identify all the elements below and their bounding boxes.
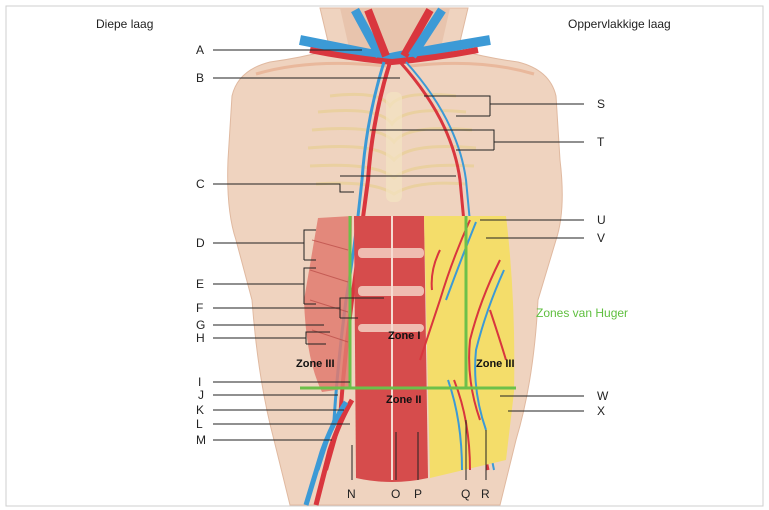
label-o: O	[391, 488, 400, 500]
zone-2-label: Zone II	[386, 394, 421, 406]
label-a: A	[196, 44, 204, 56]
label-d: D	[196, 237, 205, 249]
sternum	[386, 92, 402, 202]
label-h: H	[196, 332, 205, 344]
label-f: F	[196, 302, 203, 314]
zone-1-label: Zone I	[388, 330, 420, 342]
label-x: X	[597, 405, 605, 417]
label-g: G	[196, 319, 205, 331]
label-w: W	[597, 390, 608, 402]
label-u: U	[597, 214, 606, 226]
label-e: E	[196, 278, 204, 290]
label-r: R	[481, 488, 490, 500]
label-m: M	[196, 434, 206, 446]
label-s: S	[597, 98, 605, 110]
label-t: T	[597, 136, 604, 148]
label-q: Q	[461, 488, 470, 500]
zones-van-huger-title: Zones van Huger	[536, 306, 628, 320]
label-i: I	[198, 376, 201, 388]
label-l: L	[196, 418, 203, 430]
superficial-layer-header: Oppervlakkige laag	[568, 17, 671, 31]
label-j: J	[198, 389, 204, 401]
label-v: V	[597, 232, 605, 244]
label-p: P	[414, 488, 422, 500]
label-c: C	[196, 178, 205, 190]
zone-3-left-label: Zone III	[296, 358, 335, 370]
label-b: B	[196, 72, 204, 84]
label-k: K	[196, 404, 204, 416]
label-n: N	[347, 488, 356, 500]
deep-layer-header: Diepe laag	[96, 17, 153, 31]
zone-3-right-label: Zone III	[476, 358, 515, 370]
